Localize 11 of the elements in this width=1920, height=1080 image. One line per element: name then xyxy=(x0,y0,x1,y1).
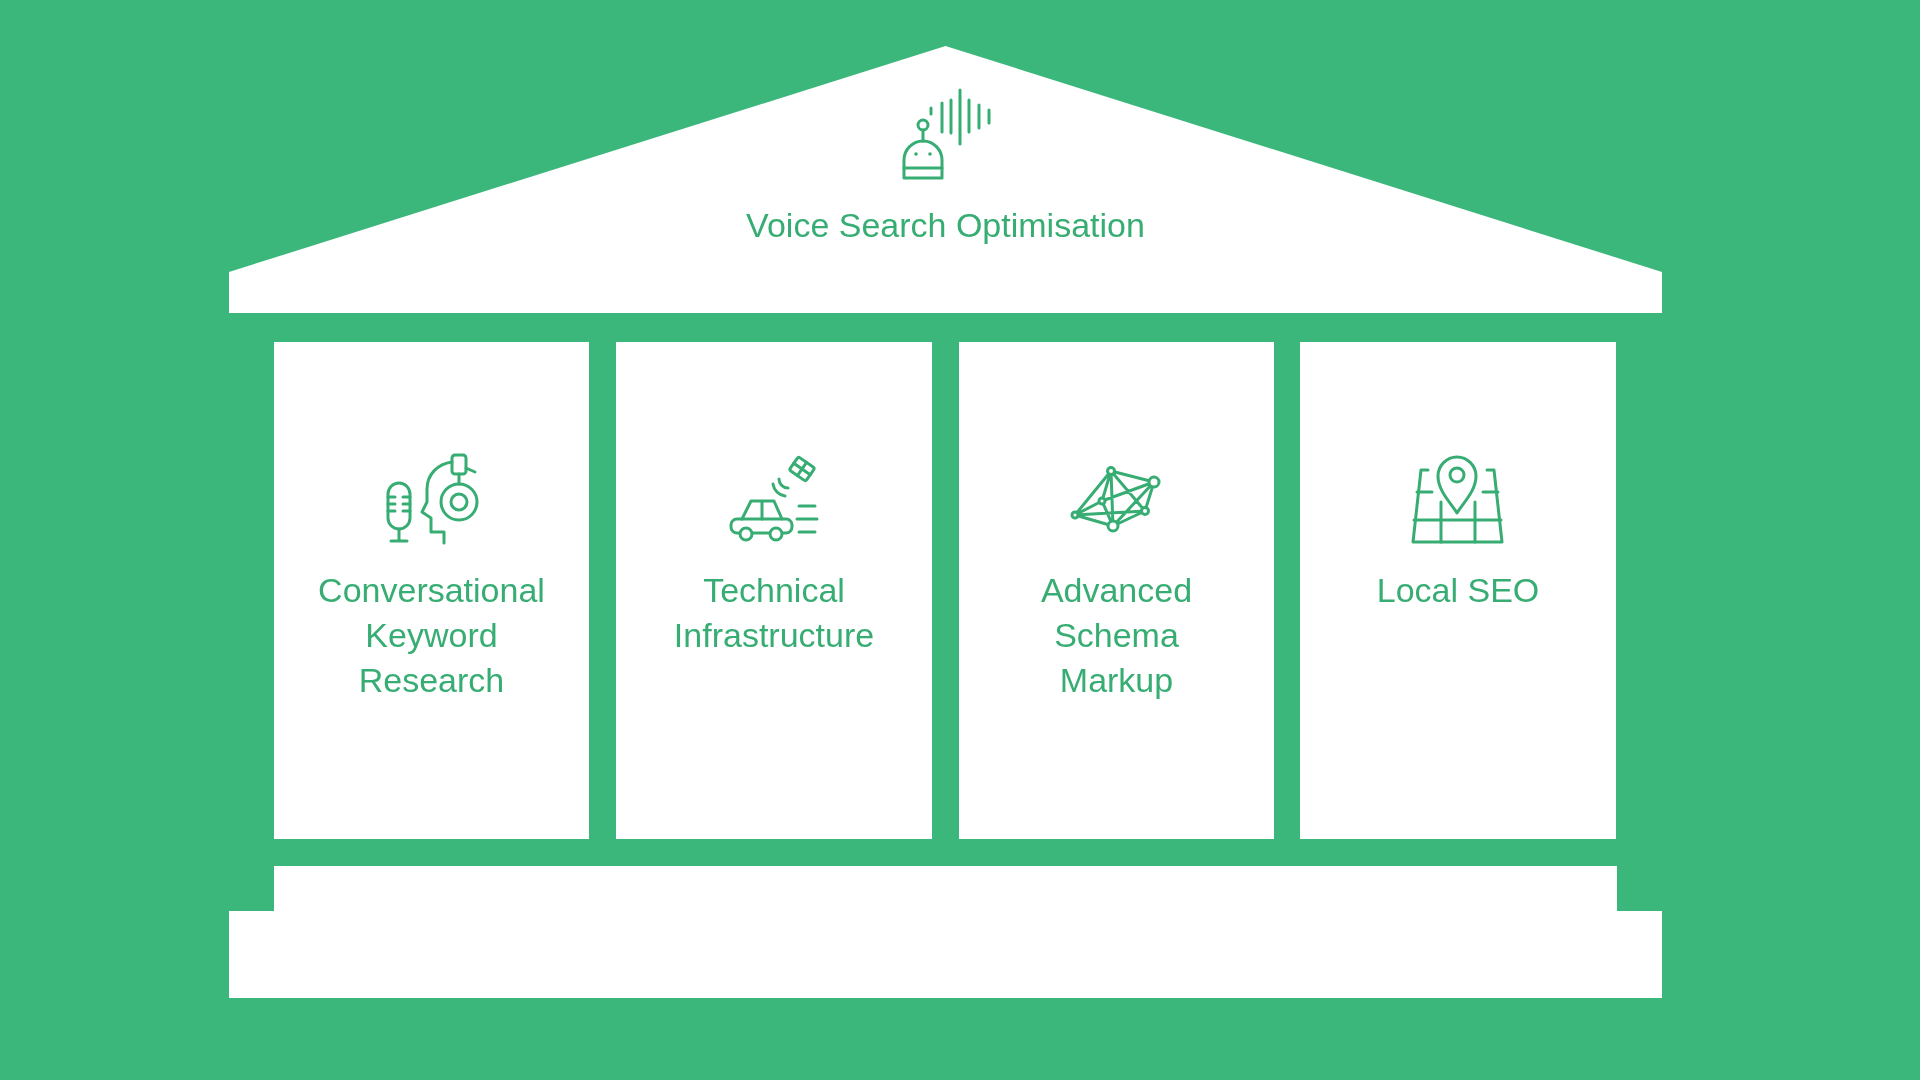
roof-panel xyxy=(229,46,1662,313)
pillar-panel xyxy=(616,342,932,839)
stepped-base xyxy=(229,866,1662,998)
pillar-title: Technical Infrastructure xyxy=(672,570,876,656)
pillar-title: Local SEO xyxy=(1376,570,1540,611)
pillar-title: Advanced Schema Markup xyxy=(1039,570,1194,701)
pillar-panel xyxy=(1300,342,1616,839)
pillar-panel xyxy=(959,342,1274,839)
roof-title: Voice Search Optimisation xyxy=(746,205,1145,246)
pillar-title: Conversational Keyword Research xyxy=(317,570,546,701)
pillar-panel xyxy=(274,342,589,839)
